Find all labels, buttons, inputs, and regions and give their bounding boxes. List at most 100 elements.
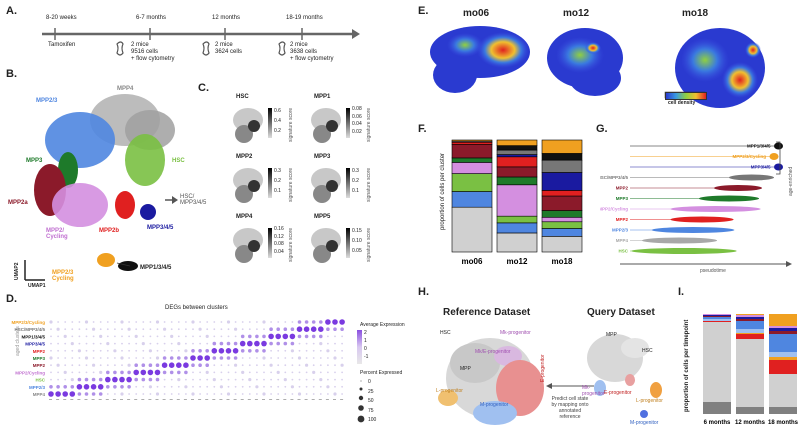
dotplot-dot bbox=[192, 328, 194, 331]
dotplot-dot bbox=[106, 393, 109, 395]
dotplot-dot bbox=[121, 349, 123, 352]
gene-tick bbox=[226, 399, 230, 400]
dotplot-dot bbox=[269, 341, 273, 346]
arrow-caption: Predict cell state by mapping onto annot… bbox=[551, 396, 589, 420]
gene-tick bbox=[198, 399, 202, 400]
dotplot-dot bbox=[199, 378, 202, 381]
query-label: M-progenitor bbox=[630, 420, 659, 426]
gene-tick bbox=[283, 399, 287, 400]
dotplot-dot bbox=[311, 320, 316, 324]
dotplot-dot bbox=[78, 357, 81, 359]
bar-segment bbox=[496, 232, 538, 253]
dotplot-dot bbox=[296, 326, 303, 332]
bar-category-label: mo18 bbox=[552, 257, 573, 266]
dotplot-dot bbox=[241, 321, 244, 323]
dotplot-dot bbox=[270, 385, 272, 388]
density-legend-label: cell density bbox=[668, 100, 696, 106]
dotplot-dot bbox=[326, 327, 330, 331]
dotplot-dot bbox=[78, 328, 81, 331]
dotplot-dot bbox=[177, 349, 180, 352]
dotplot-dot bbox=[241, 328, 244, 331]
bar-category-label: mo06 bbox=[462, 257, 483, 266]
dotplot-row-label: HSC/MPP3/4/5 bbox=[14, 327, 45, 332]
dotplot-dot bbox=[50, 342, 52, 345]
bar-segment bbox=[496, 156, 538, 168]
dotplot-dot bbox=[290, 349, 294, 353]
dotplot-dot bbox=[341, 393, 343, 395]
dotplot-dot bbox=[284, 357, 287, 359]
dotplot-dot bbox=[298, 349, 301, 352]
gene-tick bbox=[112, 399, 116, 400]
dotplot-dot bbox=[298, 342, 301, 345]
dotplot-dot bbox=[227, 328, 230, 331]
dotplot-dot bbox=[70, 378, 74, 382]
reference-query-umaps bbox=[438, 334, 662, 425]
dotplot-dot bbox=[240, 334, 245, 339]
dotplot-dot bbox=[192, 342, 194, 345]
dotplot-dot bbox=[149, 342, 152, 345]
dotplot-dot bbox=[64, 378, 67, 381]
dotplot-dot bbox=[92, 321, 95, 323]
signature-umap bbox=[233, 168, 263, 203]
dotplot-dot bbox=[156, 328, 159, 331]
dotplot-dot bbox=[291, 321, 294, 323]
dotplot-dot bbox=[220, 328, 223, 331]
cluster-label: MPP2/3 Cycling bbox=[52, 270, 74, 282]
dotplot-dot bbox=[341, 335, 343, 338]
bar-segment bbox=[736, 334, 764, 339]
dotplot-dot bbox=[248, 328, 251, 331]
dotplot-dot bbox=[128, 357, 131, 359]
dotplot-dot bbox=[341, 349, 343, 352]
dotplot-dot bbox=[170, 342, 173, 345]
dotplot-dot bbox=[232, 348, 239, 354]
dotplot-dot bbox=[106, 357, 109, 359]
dotplot-dot bbox=[277, 321, 280, 323]
signature-title: MPP3 bbox=[314, 154, 331, 160]
dotplot-dot bbox=[135, 357, 138, 359]
bar-segment bbox=[736, 317, 764, 319]
dotplot-dot bbox=[298, 378, 301, 381]
dotplot-dot bbox=[270, 321, 272, 323]
dotplot-dot bbox=[99, 364, 102, 367]
timepoint-info: 2 mice 9516 cells + flow cytometry bbox=[131, 42, 175, 62]
dotplot-dot bbox=[247, 340, 253, 347]
gene-tick bbox=[318, 399, 322, 400]
dotplot-dot bbox=[212, 356, 217, 360]
dotplot-dot bbox=[248, 321, 251, 323]
dotplot-dot bbox=[334, 371, 336, 374]
ref-title: Reference Dataset bbox=[443, 307, 531, 318]
dotplot: MPP2/3/CyclingHSC/MPP3/4/5MPP1/3/4/5MPP3… bbox=[11, 319, 345, 400]
dotplot-dot bbox=[226, 356, 231, 360]
dotplot-dot bbox=[71, 371, 74, 374]
axis-x-label: UMAP1 bbox=[28, 283, 46, 289]
signature-score-label: signature score bbox=[366, 107, 372, 142]
dotplot-row-label: MPP2 bbox=[33, 349, 46, 354]
panel-label-b: B. bbox=[6, 68, 17, 80]
bar-segment bbox=[769, 352, 797, 357]
dotplot-dot bbox=[283, 378, 287, 382]
dotplot-dot bbox=[276, 327, 281, 331]
dotplot-dot bbox=[71, 335, 74, 338]
dotplot-row-label: MPP3/4/5 bbox=[25, 342, 45, 347]
bar-segment bbox=[541, 190, 583, 197]
signature-score-label: signature score bbox=[366, 227, 372, 262]
dotplot-dot bbox=[71, 328, 74, 331]
dotplot-dot bbox=[120, 320, 124, 324]
gene-tick bbox=[63, 399, 67, 400]
dotplot-dot bbox=[63, 334, 67, 338]
dotplot-dot bbox=[254, 340, 260, 347]
dotplot-dot bbox=[334, 342, 336, 345]
dotplot-dot bbox=[71, 349, 74, 352]
dotplot-dot bbox=[234, 393, 237, 395]
bar-segment bbox=[541, 195, 583, 211]
bar-segment bbox=[736, 333, 764, 334]
dotplot-dot bbox=[128, 321, 131, 323]
density-title: mo18 bbox=[682, 8, 709, 19]
dotplot-dot bbox=[256, 393, 258, 395]
dotplot-dot bbox=[170, 328, 173, 331]
dotplot-dot bbox=[205, 370, 209, 374]
bar-category-label: 6 months bbox=[704, 420, 731, 426]
dotplot-dot bbox=[120, 370, 124, 375]
